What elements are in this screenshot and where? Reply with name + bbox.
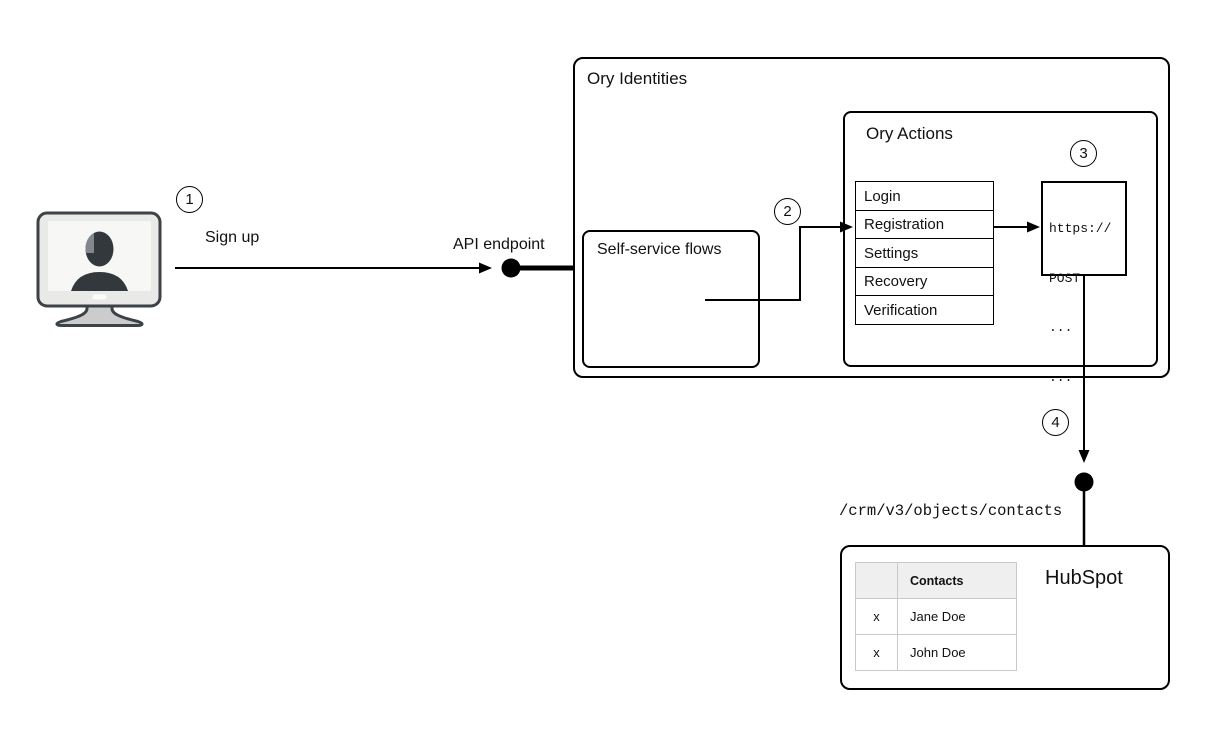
contact-row: x John Doe <box>855 634 1017 671</box>
code-line: ... <box>1049 320 1073 335</box>
flow-row-login: Login <box>855 181 994 211</box>
step-3-number: 3 <box>1079 145 1088 162</box>
code-line: ... <box>1049 369 1073 385</box>
step-2-badge: 2 <box>774 198 801 225</box>
webhook-request-box: https:// POST ... ... <box>1041 181 1127 385</box>
self-service-flows-title: Self-service flows <box>597 241 722 258</box>
flow-row-registration: Registration <box>855 209 994 240</box>
step-1-badge: 1 <box>176 186 203 213</box>
ory-actions-title: Ory Actions <box>866 124 953 143</box>
flow-list: Login Registration Settings Recovery Ver… <box>855 181 994 325</box>
contacts-header-label: Contacts <box>897 562 1017 599</box>
step-4-badge: 4 <box>1042 409 1069 436</box>
monitor-stand <box>55 304 144 327</box>
contacts-header-empty <box>855 562 898 599</box>
contact-mark: x <box>855 634 898 671</box>
person-head-highlight <box>85 231 94 253</box>
contact-row: x Jane Doe <box>855 598 1017 635</box>
code-line: POST <box>1049 270 1081 286</box>
user-device-icon <box>36 211 162 327</box>
step-1-number: 1 <box>185 191 194 208</box>
hubspot-title: HubSpot <box>1045 567 1123 589</box>
contact-name: John Doe <box>897 634 1017 671</box>
step-2-number: 2 <box>783 203 792 220</box>
crm-path-label: /crm/v3/objects/contacts <box>839 502 1063 520</box>
sign-up-label: Sign up <box>205 229 260 246</box>
person-shoulders-icon <box>71 272 128 291</box>
step-3-badge: 3 <box>1070 140 1097 167</box>
step-4-number: 4 <box>1051 414 1060 431</box>
contact-name: Jane Doe <box>897 598 1017 635</box>
arrowhead-icon <box>1078 450 1090 463</box>
endpoint-dot-icon <box>501 258 521 278</box>
endpoint-dot-icon <box>1074 472 1094 492</box>
contacts-header-row: Contacts <box>855 562 1017 599</box>
flow-row-recovery: Recovery <box>855 266 994 297</box>
monitor-button <box>92 294 107 300</box>
contacts-table: Contacts x Jane Doe x John Doe <box>855 562 1017 671</box>
flow-row-verification: Verification <box>855 295 994 325</box>
api-endpoint-label: API endpoint <box>453 236 545 253</box>
code-line: https:// <box>1049 221 1112 236</box>
arrowhead-icon <box>479 262 492 274</box>
contact-mark: x <box>855 598 898 635</box>
flow-row-settings: Settings <box>855 238 994 268</box>
ory-identities-title: Ory Identities <box>587 69 688 88</box>
